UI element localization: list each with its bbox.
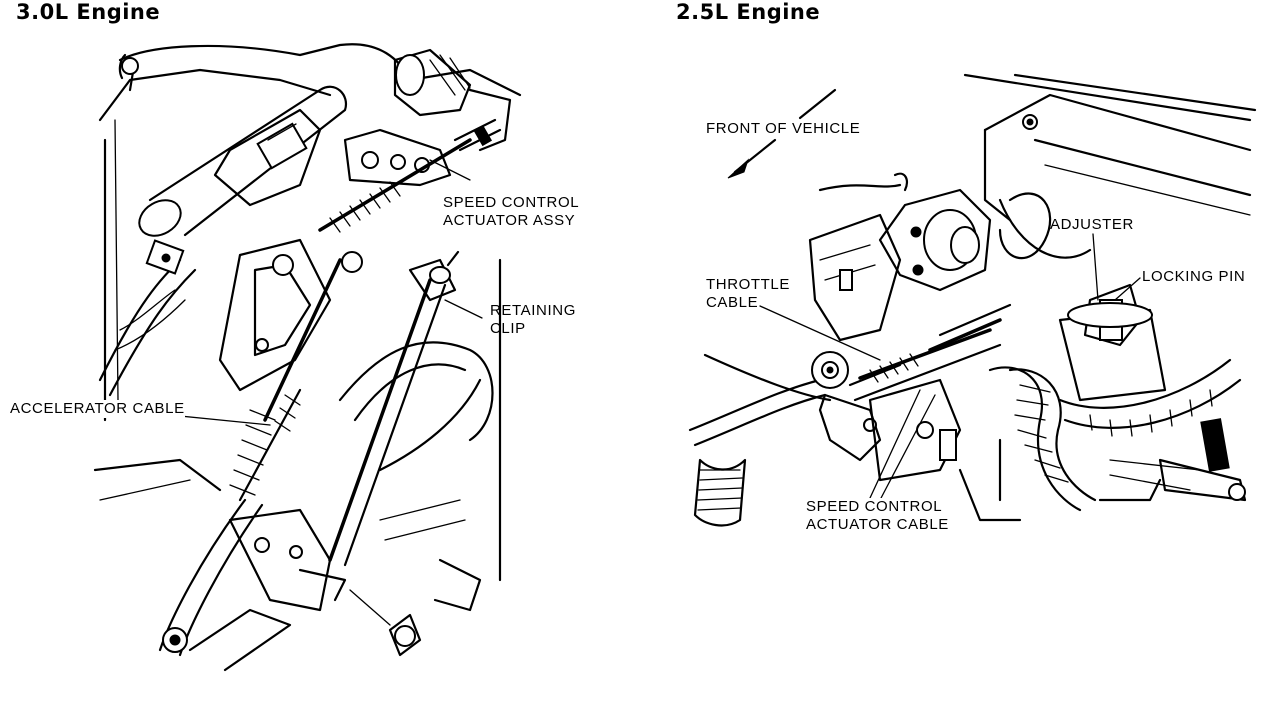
right-panel-title: 2.5L Engine — [676, 0, 821, 24]
label-throttle-cable: THROTTLE CABLE — [706, 276, 790, 311]
left-panel-title: 3.0L Engine — [16, 0, 161, 24]
label-retaining-clip: RETAINING CLIP — [490, 302, 576, 337]
label-front-of-vehicle: FRONT OF VEHICLE — [706, 120, 861, 138]
label-speed-control-actuator-cable: SPEED CONTROL ACTUATOR CABLE — [806, 498, 949, 534]
label-accelerator-cable: ACCELERATOR CABLE — [10, 400, 185, 418]
label-adjuster: ADJUSTER — [1050, 216, 1134, 233]
label-locking-pin: LOCKING PIN — [1142, 268, 1246, 285]
engine-3-0l-illustration — [93, 43, 522, 672]
label-speed-control-actuator-assy: SPEED CONTROL ACTUATOR ASSY — [443, 194, 580, 229]
